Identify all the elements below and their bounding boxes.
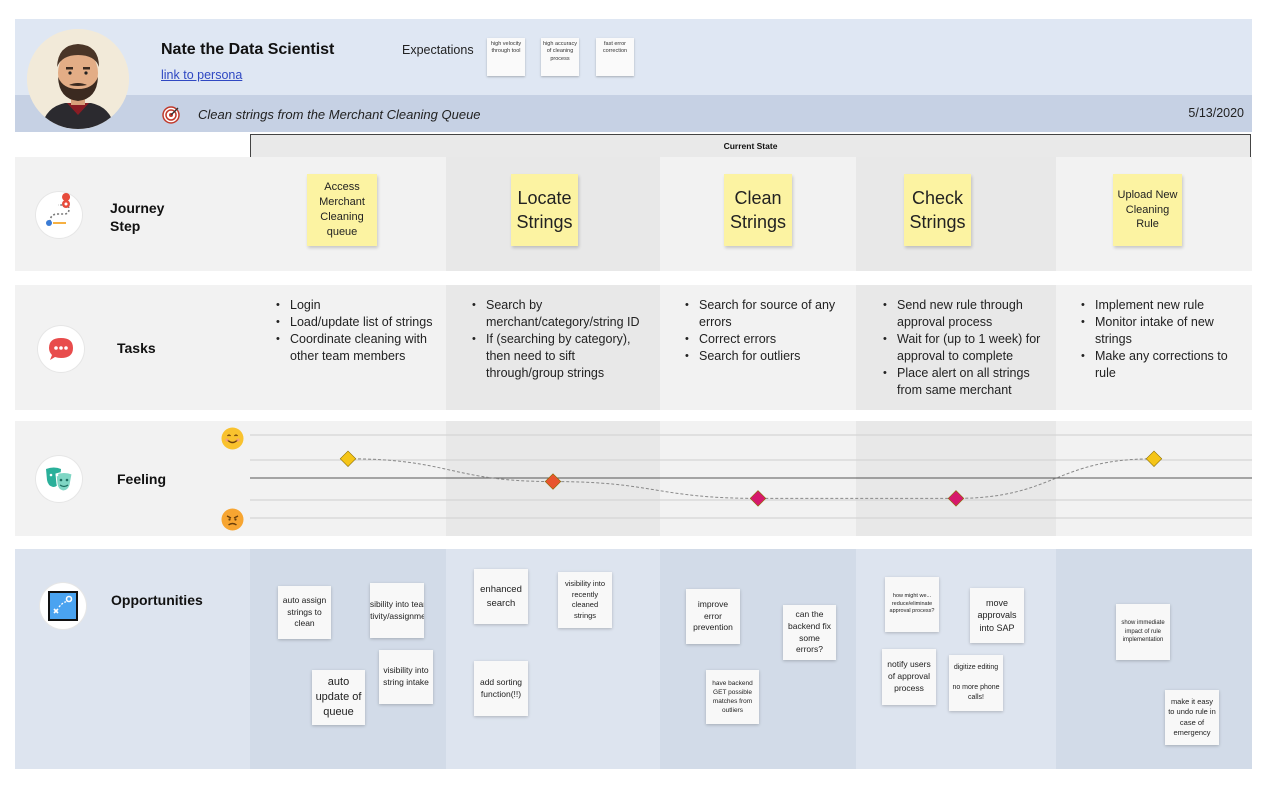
opportunity-note: make it easy to undo rule in case of eme… <box>1165 690 1219 745</box>
opportunity-note: show immediate impact of rule implementa… <box>1116 604 1170 660</box>
happy-face-icon <box>221 427 244 450</box>
opportunity-note: visibility into recently cleaned strings <box>558 572 612 628</box>
opportunity-note: notify users of approval process <box>882 649 936 705</box>
task-item: Search for source of any errors <box>685 297 845 331</box>
journey-step-note: Check Strings <box>904 174 971 246</box>
opportunity-note: can the backend fix some errors? <box>783 605 836 660</box>
feeling-marker <box>544 473 562 490</box>
journey-step-note: Clean Strings <box>724 174 792 246</box>
task-item: Place alert on all strings from same mer… <box>883 365 1048 399</box>
feeling-marker <box>339 450 357 467</box>
scenario-title: Clean strings from the Merchant Cleaning… <box>198 107 481 122</box>
opportunities-row-label: Opportunities <box>111 592 203 608</box>
task-item: Login <box>276 297 436 314</box>
journey-step-text: Clean Strings <box>729 187 787 232</box>
opportunity-note: auto update of queue <box>312 670 365 725</box>
opportunity-note: digitize editing no more phone calls! <box>949 655 1003 711</box>
persona-link[interactable]: link to persona <box>161 68 243 82</box>
feeling-marker <box>749 490 767 507</box>
task-item: Make any corrections to rule <box>1081 348 1241 382</box>
theater-masks-icon <box>36 456 82 502</box>
task-list: Login Load/update list of strings Coordi… <box>276 297 436 365</box>
task-list: Search by merchant/category/string ID If… <box>472 297 642 382</box>
expectation-note: high accuracy of cleaning process <box>541 38 579 76</box>
opportunity-note: add sorting function(!!) <box>474 661 528 716</box>
task-list: Search for source of any errors Correct … <box>685 297 845 365</box>
opportunity-note: enhanced search <box>474 569 528 624</box>
journey-step-text: Locate Strings <box>516 187 573 232</box>
journey-step-text: Access Merchant Cleaning queue <box>319 181 365 238</box>
persona-name: Nate the Data Scientist <box>161 41 335 58</box>
opportunities-row-header <box>15 549 250 769</box>
task-item: Monitor intake of new strings <box>1081 314 1241 348</box>
stage-header: Current State <box>250 134 1251 159</box>
opportunity-note: move approvals into SAP <box>970 588 1024 643</box>
feeling-row-label: Feeling <box>117 471 167 487</box>
journey-step-note: Upload New Cleaning Rule <box>1113 174 1182 246</box>
scenario-date: 5/13/2020 <box>1188 106 1244 120</box>
journey-step-text: Check Strings <box>909 187 966 232</box>
scenario-bar <box>15 95 1252 132</box>
opportunity-note: visibility into team activity/assignment <box>370 583 424 638</box>
frustrated-face-icon <box>221 508 244 531</box>
feeling-curve <box>250 434 1252 519</box>
journey-step-note: Locate Strings <box>511 174 578 246</box>
task-item: Wait for (up to 1 week) for approval to … <box>883 331 1048 365</box>
task-list: Send new rule through approval process W… <box>883 297 1048 399</box>
expectations-label: Expectations <box>402 43 474 57</box>
feeling-marker <box>947 490 965 507</box>
journey-step-text: Upload New Cleaning Rule <box>1117 188 1178 231</box>
task-list: Implement new rule Monitor intake of new… <box>1081 297 1241 382</box>
opportunity-note: visibility into string intake <box>379 650 433 704</box>
opportunity-note: how might we... reduce/eliminate approva… <box>885 577 939 632</box>
task-item: Implement new rule <box>1081 297 1241 314</box>
feeling-marker <box>1145 450 1163 467</box>
persona-avatar <box>27 29 129 129</box>
expectation-note: high velocity through tool <box>487 38 525 76</box>
task-item: Coordinate cleaning with other team memb… <box>276 331 436 365</box>
task-item: If (searching by category), then need to… <box>472 331 642 382</box>
strategy-board-icon <box>40 583 86 629</box>
task-item: Send new rule through approval process <box>883 297 1048 331</box>
journey-map-icon <box>36 192 82 238</box>
task-item: Load/update list of strings <box>276 314 436 331</box>
opportunity-note: auto assign strings to clean <box>278 586 331 639</box>
expectation-note: fast error correction <box>596 38 634 76</box>
task-item: Search for outliers <box>685 348 845 365</box>
task-item: Search by merchant/category/string ID <box>472 297 642 331</box>
opportunity-note: have backend GET possible matches from o… <box>706 670 759 724</box>
journey-row-label: Journey Step <box>110 200 165 235</box>
opportunity-note: improve error prevention <box>686 589 740 644</box>
task-item: Correct errors <box>685 331 845 348</box>
target-icon <box>162 106 180 124</box>
feeling-line <box>347 458 1155 499</box>
chat-bubble-icon <box>38 326 84 372</box>
tasks-row-label: Tasks <box>117 340 156 356</box>
journey-step-note: Access Merchant Cleaning queue <box>307 174 377 246</box>
